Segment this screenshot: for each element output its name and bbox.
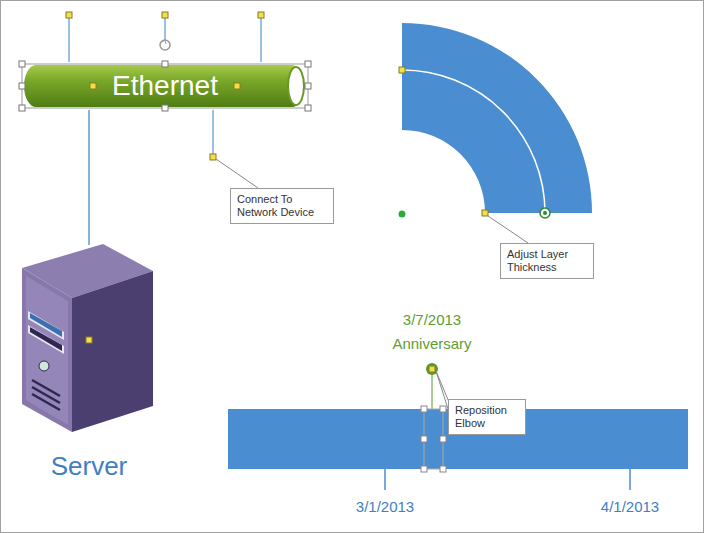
server-icon	[22, 244, 153, 432]
rotation-handle	[160, 40, 170, 50]
milestone-label: 3/7/2013	[403, 311, 461, 328]
date-label: 4/1/2013	[601, 498, 659, 515]
layer-band	[399, 23, 593, 243]
date-label: 3/1/2013	[356, 498, 414, 515]
callout-text: Reposition Elbow	[455, 404, 519, 430]
callout-text: Connect To Network Device	[237, 193, 327, 219]
callout-text: Adjust Layer Thickness	[507, 248, 587, 274]
ethernet-cylinder: Ethernet	[22, 62, 308, 110]
shape-label: Ethernet	[112, 70, 218, 102]
network-connector	[88, 110, 89, 245]
milestone-label: Anniversary	[392, 335, 471, 352]
callout-box: Reposition Elbow	[448, 399, 526, 435]
timeline	[228, 363, 688, 490]
leader-line	[216, 159, 258, 188]
device-label: Server	[51, 451, 128, 481]
callout-box: Adjust Layer Thickness	[500, 243, 594, 279]
callout-box: Connect To Network Device	[230, 188, 334, 224]
control-handles	[66, 12, 264, 160]
server-node: Server	[22, 245, 156, 481]
